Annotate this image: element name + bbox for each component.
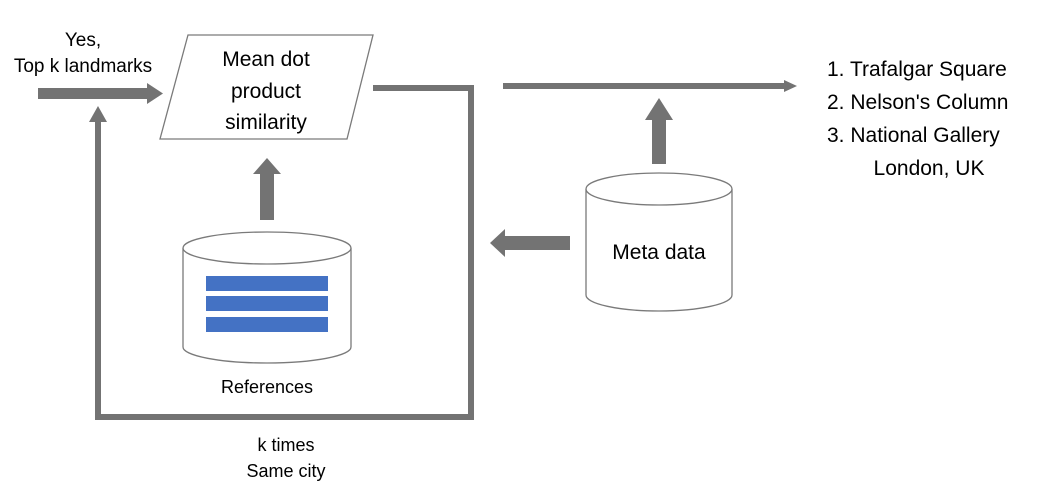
input-label-line2: Top k landmarks (14, 56, 152, 77)
output-item-3: 3. National Gallery (827, 124, 1000, 147)
metadata-database (585, 172, 733, 312)
output-arrow (503, 80, 797, 92)
reference-bar (206, 276, 328, 291)
reference-bar (206, 296, 328, 311)
input-arrow (38, 83, 163, 104)
metadata-up-arrow (645, 98, 673, 164)
loop-connector (95, 85, 474, 420)
loop-label-line2: Same city (246, 461, 325, 481)
similarity-box-line2: product (231, 80, 301, 103)
reference-bar (206, 317, 328, 332)
references-database (182, 231, 352, 364)
input-label-line1: Yes, (65, 30, 101, 51)
similarity-box-line1: Mean dot (222, 48, 310, 71)
loop-arrowhead-up (89, 106, 107, 122)
references-label: References (221, 377, 313, 397)
output-item-2: 2. Nelson's Column (827, 91, 1008, 114)
metadata-left-arrow (490, 229, 570, 257)
loop-label-line1: k times (257, 435, 314, 455)
similarity-box-line3: similarity (225, 111, 307, 134)
output-item-1: 1. Trafalgar Square (827, 58, 1007, 81)
metadata-label: Meta data (612, 241, 706, 264)
output-location: London, UK (874, 157, 985, 180)
references-up-arrow (253, 158, 281, 220)
similarity-box (159, 34, 374, 140)
